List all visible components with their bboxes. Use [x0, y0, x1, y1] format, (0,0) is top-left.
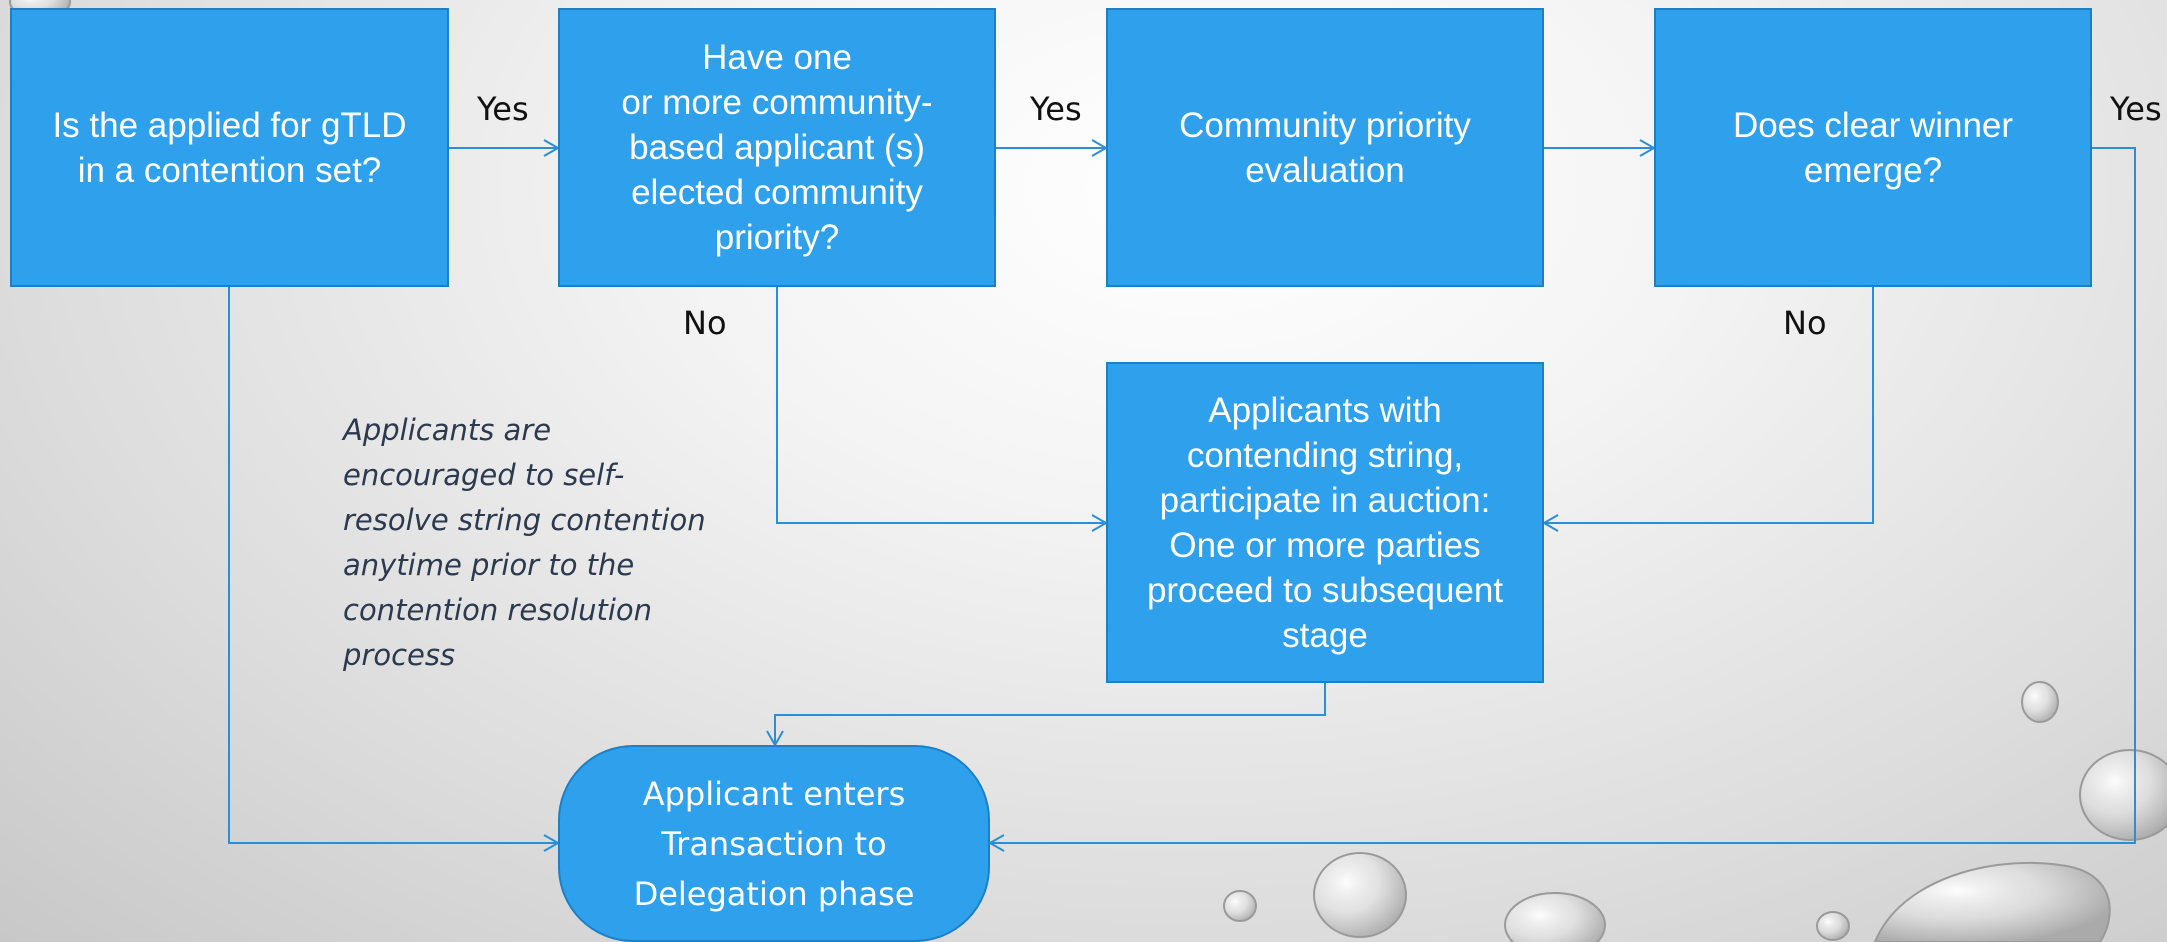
droplet-group [9, 0, 2167, 942]
connector-winner-no-to-auction [1541, 287, 1874, 532]
node-priority-evaluation: Community priority evaluation [1106, 8, 1544, 287]
connector-contention-to-community [449, 139, 561, 157]
self-resolve-note: Applicants are encouraged to self- resol… [343, 413, 706, 672]
node-delegation: Applicant enters Transaction to Delegati… [558, 745, 990, 942]
node-clear-winner: Does clear winner emerge? [1654, 8, 2092, 287]
edge-label-no-2: No [1783, 304, 1827, 342]
node-contention-set: Is the applied for gTLD in a contention … [10, 8, 449, 287]
edge-label-yes-3: Yes [2110, 90, 2162, 128]
connector-community-to-evaluation [996, 139, 1109, 157]
connector-auction-to-delegation [766, 683, 1326, 748]
connector-community-no-to-auction [776, 287, 1109, 532]
node-auction: Applicants with contending string, parti… [1106, 362, 1544, 683]
connector-evaluation-to-winner [1544, 139, 1657, 157]
edge-label-yes-1: Yes [477, 90, 529, 128]
connector-winner-yes-to-delegation [987, 147, 2136, 852]
edge-label-no-1: No [683, 304, 727, 342]
edge-label-yes-2: Yes [1030, 90, 1082, 128]
node-community-elected: Have one or more community- based applic… [558, 8, 996, 287]
